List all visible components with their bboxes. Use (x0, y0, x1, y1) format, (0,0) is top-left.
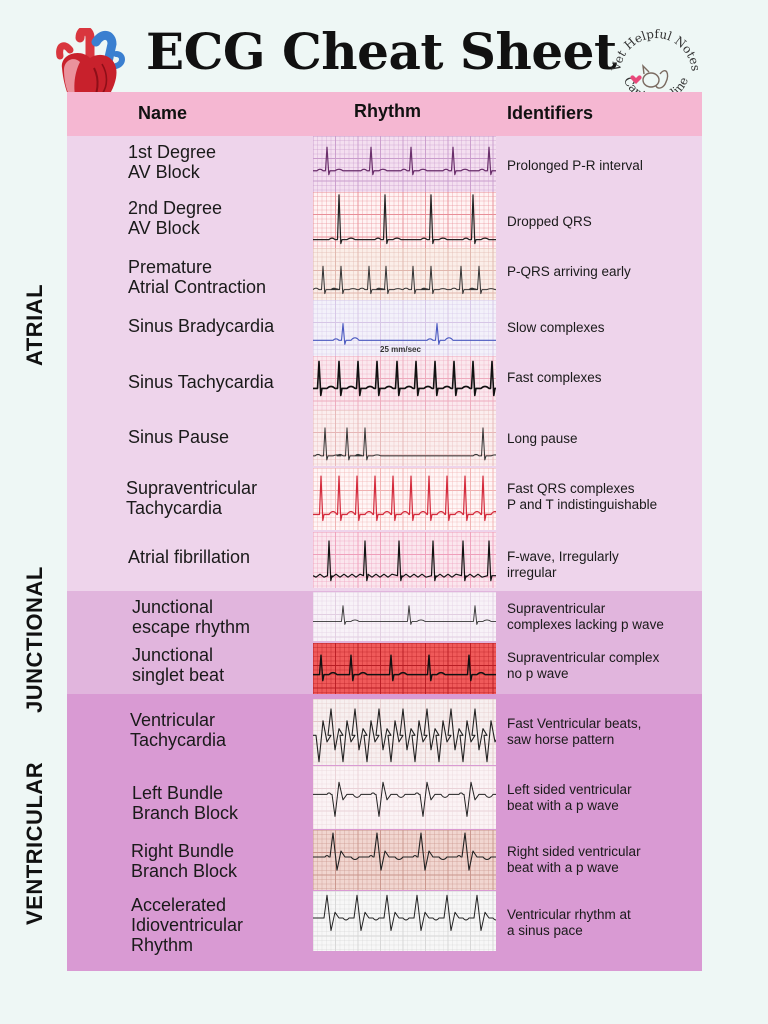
pets-icon (642, 64, 669, 89)
junctional-label: JUNCTIONAL (22, 566, 47, 713)
ecg-trace (313, 540, 496, 582)
strip-background (313, 643, 496, 694)
vet-helpful-notes-stamp: Vet Helpful Notes Canine Feline (606, 22, 706, 122)
ecg-trace (313, 605, 496, 625)
strip-background (313, 410, 496, 466)
ecg-strip-atrial-fibrillation (313, 532, 496, 588)
stamp-top-text: Vet Helpful Notes (609, 27, 703, 73)
ecg-strip-right-bundle-branch-block (313, 830, 496, 890)
ecg-trace (313, 427, 496, 461)
identifiers-sinus-tachycardia: Fast complexes (507, 370, 602, 385)
strip-major-grid (313, 643, 496, 694)
page-title: ECG Cheat Sheet (146, 22, 617, 81)
ventricular-label: VENTRICULAR (22, 761, 47, 925)
strip-major-grid (313, 532, 496, 588)
strip-major-grid (313, 248, 496, 300)
column-header-rhythm: Rhythm (354, 101, 421, 121)
ecg-trace (313, 708, 496, 763)
ecg-trace (313, 654, 496, 682)
ecg-strip-sinus-tachycardia (313, 356, 496, 410)
strip-major-grid (313, 410, 496, 466)
rhythm-name-sinus-bradycardia: Sinus Bradycardia (128, 316, 275, 336)
ecg-strip-junctional-escape-rhythm (313, 592, 496, 641)
ecg-trace (313, 360, 496, 397)
strip-major-grid (313, 136, 496, 192)
identifiers-first-degree-av-block: Prolonged P-R interval (507, 158, 643, 173)
identifiers-second-degree-av-block: Dropped QRS (507, 214, 592, 229)
ecg-trace (313, 781, 496, 817)
svg-text:Vet Helpful Notes: Vet Helpful Notes (609, 27, 703, 73)
ecg-strip-second-degree-av-block (313, 192, 496, 248)
ecg-strip-supraventricular-tachycardia (313, 468, 496, 530)
strip-background (313, 891, 496, 951)
ecg-strip-ventricular-tachycardia (313, 699, 496, 765)
ecg-strip-accelerated-idioventricular-rhythm (313, 891, 496, 951)
ecg-trace (313, 894, 496, 932)
strip-speed-caption: 25 mm/sec (380, 345, 421, 354)
rhythm-name-atrial-fibrillation: Atrial fibrillation (128, 547, 251, 567)
ecg-trace (313, 194, 496, 245)
strip-major-grid (313, 891, 496, 951)
ecg-strip-first-degree-av-block (313, 136, 496, 192)
column-header-identifiers: Identifiers (507, 103, 594, 123)
strip-major-grid (313, 592, 496, 641)
strip-grid (313, 766, 496, 829)
strip-major-grid (313, 192, 496, 248)
ecg-strip-sinus-pause (313, 410, 496, 466)
strip-background (313, 592, 496, 641)
identifiers-sinus-bradycardia: Slow complexes (507, 320, 605, 335)
ecg-trace (313, 265, 496, 295)
ecg-strip-sinus-bradycardia (313, 300, 496, 356)
strip-major-grid (313, 300, 496, 356)
strip-background (313, 136, 496, 192)
ecg-trace (313, 475, 496, 522)
table-header: Name Rhythm Identifiers (67, 92, 702, 136)
ecg-trace (313, 832, 496, 871)
identifiers-premature-atrial-contraction: P-QRS arriving early (507, 264, 631, 279)
strip-background (313, 532, 496, 588)
ecg-strip-premature-atrial-contraction (313, 248, 496, 300)
identifiers-sinus-pause: Long pause (507, 431, 578, 446)
ecg-strip-left-bundle-branch-block (313, 766, 496, 829)
rhythm-name-sinus-pause: Sinus Pause (128, 427, 230, 447)
column-header-name: Name (138, 103, 188, 123)
identifiers-ventricular-tachycardia: Fast Ventricular beats,saw horse pattern (507, 716, 642, 747)
rhythm-name-sinus-tachycardia: Sinus Tachycardia (128, 372, 274, 392)
ecg-trace (313, 146, 496, 176)
atrial-label: ATRIAL (22, 283, 47, 367)
ecg-strip-junctional-singlet-beat (313, 643, 496, 694)
ecg-trace (313, 322, 496, 345)
